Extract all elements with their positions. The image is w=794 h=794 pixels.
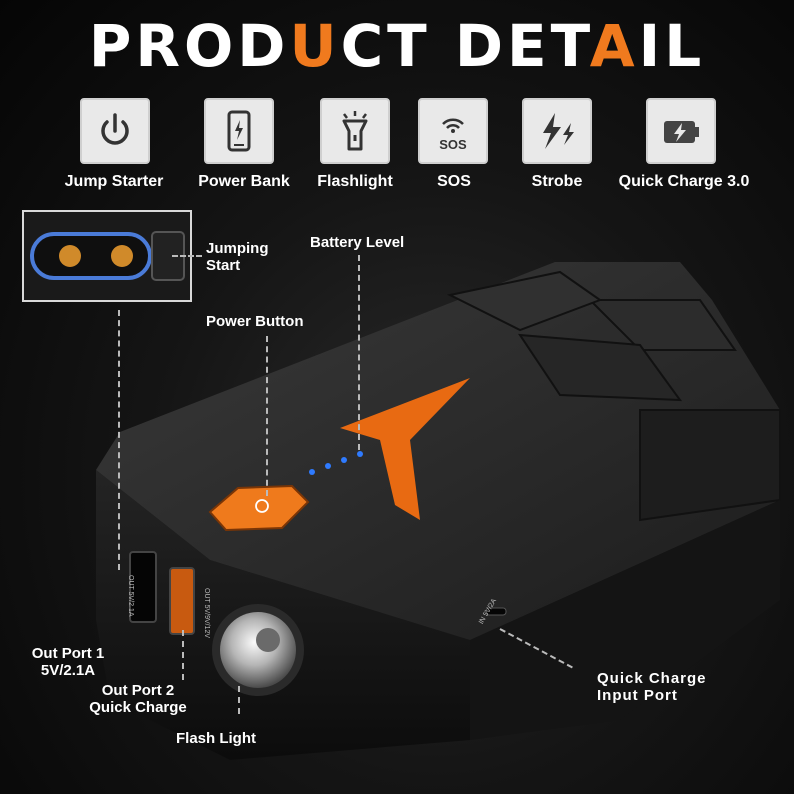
strobe-icon [522, 98, 592, 164]
label-out-port-1-name: Out Port 1 [31, 645, 105, 662]
port1-print: OUT 5V/2.1A [127, 575, 134, 617]
callout-line-power-button [266, 336, 268, 496]
callout-line-out-port-2 [182, 630, 184, 680]
jump-connector-inset [22, 210, 192, 302]
sos-icon: SOS [418, 98, 488, 164]
page-title: PRODUCT DETAIL [88, 12, 706, 80]
label-out-port-2-spec: Quick Charge [89, 699, 187, 716]
feature-label-jump-starter: Jump Starter [64, 173, 164, 190]
feature-label-sos: SOS [437, 173, 471, 190]
label-battery-level: Battery Level [310, 234, 405, 251]
label-jumping-start: Jumping Start [206, 240, 269, 274]
label-power-button: Power Button [206, 313, 304, 330]
feature-label-flashlight: Flashlight [317, 173, 393, 190]
label-out-port-1-spec: 5V/2.1A [40, 662, 96, 679]
callout-line-out-port-1 [118, 310, 120, 570]
feature-label-power-bank: Power Bank [198, 173, 290, 190]
flashlight-icon [320, 98, 390, 164]
power-bank-icon [204, 98, 274, 164]
label-qc-input: Quick Charge Input Port [597, 670, 707, 704]
feature-label-quick-charge: Quick Charge 3.0 [618, 173, 750, 190]
label-qc-input-line2: Input Port [597, 687, 678, 704]
callout-line-jumping-start [172, 255, 202, 257]
feature-label-strobe: Strobe [531, 173, 583, 190]
port2-print: OUT 5V/9V/12V [203, 588, 210, 639]
svg-text:SOS: SOS [439, 137, 467, 152]
label-qc-input-line1: Quick Charge [597, 670, 707, 687]
callout-line-battery-level [358, 255, 360, 450]
label-out-port-2-name: Out Port 2 [101, 682, 175, 699]
label-out-port-2: Out Port 2 Quick Charge [84, 682, 192, 716]
battery-bolt-icon [646, 98, 716, 164]
power-icon [80, 98, 150, 164]
callout-line-flash-light [238, 686, 240, 714]
label-flash-light: Flash Light [176, 730, 256, 747]
label-out-port-1: Out Port 1 5V/2.1A [22, 645, 114, 679]
